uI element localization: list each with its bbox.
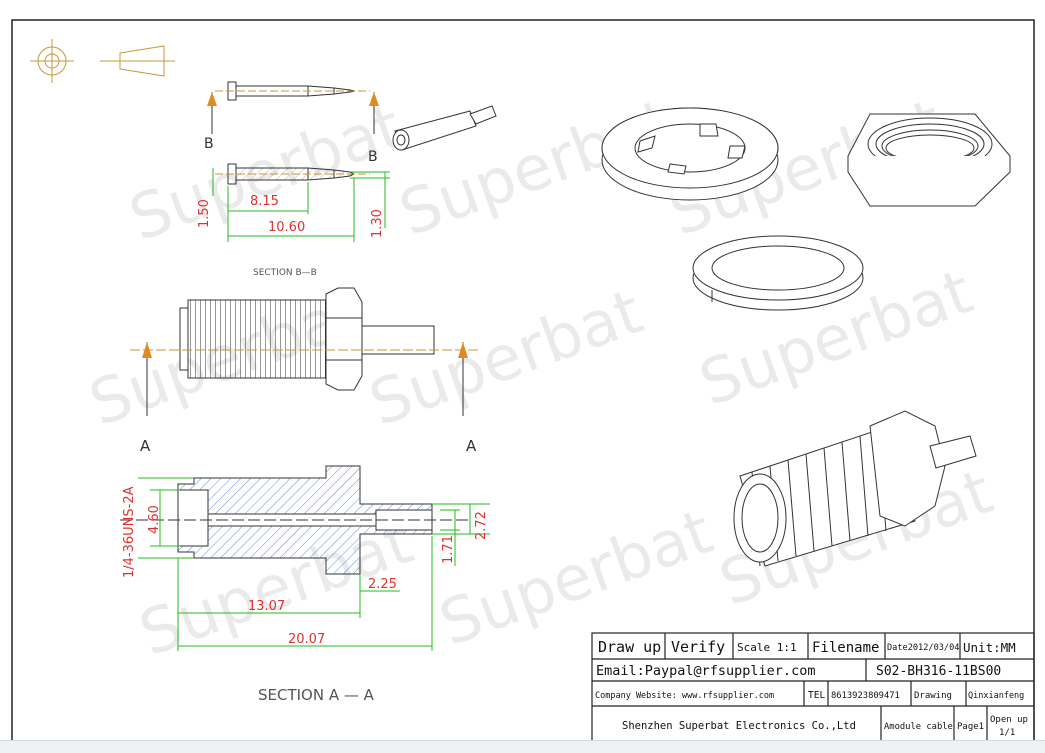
section-a-label-left: A — [140, 437, 151, 455]
section-bb-title: SECTION B—B — [253, 268, 317, 278]
section-b-label-right: B — [368, 149, 378, 165]
connector-3d-illustration — [733, 410, 977, 567]
projection-symbol — [30, 39, 175, 83]
dim-13-07: 13.07 — [248, 599, 285, 614]
thread-spec: 1/4-36UNS-2A — [122, 486, 137, 578]
tb-module: Amodule cable — [884, 722, 953, 732]
tb-sheet: 1/1 — [999, 728, 1015, 738]
section-b-marks: B B — [204, 92, 379, 165]
section-a-marks: A A — [140, 342, 477, 455]
lock-washer-illustration — [601, 107, 779, 201]
section-a-label-right: A — [466, 437, 477, 455]
dim-10-60: 10.60 — [268, 220, 305, 235]
watermark-text: Superbat — [360, 275, 651, 440]
dim-20-07: 20.07 — [288, 632, 325, 647]
tb-drawer: Qinxianfeng — [968, 691, 1024, 701]
dim-4-60: 4.60 — [147, 505, 162, 534]
tb-filename-label: Filename — [812, 640, 879, 656]
pin-section-bb — [215, 163, 370, 185]
dim-1-30: 1.30 — [370, 209, 385, 238]
flat-washer-illustration — [692, 235, 864, 311]
tb-verify: Verify — [671, 638, 725, 656]
bottom-strip — [0, 740, 1045, 753]
section-aa-dimensions — [138, 477, 490, 651]
tb-draw-up: Draw up — [598, 638, 661, 656]
dim-2-72: 2.72 — [474, 511, 489, 540]
tb-tel: 8613923809471 — [831, 691, 900, 701]
tb-email: Email:Paypal@rfsupplier.com — [596, 663, 815, 679]
dim-2-25: 2.25 — [368, 577, 397, 592]
tb-company: Shenzhen Superbat Electronics Co.,Ltd — [622, 720, 856, 732]
tb-part-no: S02-BH316-11BS00 — [876, 664, 1001, 679]
tb-scale: Scale 1:1 — [737, 641, 797, 654]
dim-8-15: 8.15 — [250, 194, 279, 209]
hex-nut-illustration — [847, 113, 1011, 207]
connector-side-view — [130, 287, 480, 391]
tb-unit: Unit:MM — [963, 640, 1016, 655]
dim-1-50: 1.50 — [197, 199, 212, 228]
connector-section-aa — [120, 465, 470, 575]
tb-page: Page1 — [957, 722, 984, 732]
tb-tel-label: TEL — [808, 690, 825, 701]
section-b-label-left: B — [204, 136, 214, 152]
section-bb-dimensions — [212, 168, 390, 242]
pin-3d-illustration — [392, 105, 497, 151]
tb-website: Company Website: www.rfsupplier.com — [595, 691, 774, 701]
tb-open-up: Open up — [990, 715, 1028, 725]
pin-side-view — [215, 81, 370, 101]
tb-date: Date2012/03/04 — [887, 643, 959, 653]
dim-1-71: 1.71 — [441, 535, 456, 564]
section-aa-title: SECTION A — A — [258, 686, 375, 704]
tb-drawing-label: Drawing — [914, 691, 952, 701]
